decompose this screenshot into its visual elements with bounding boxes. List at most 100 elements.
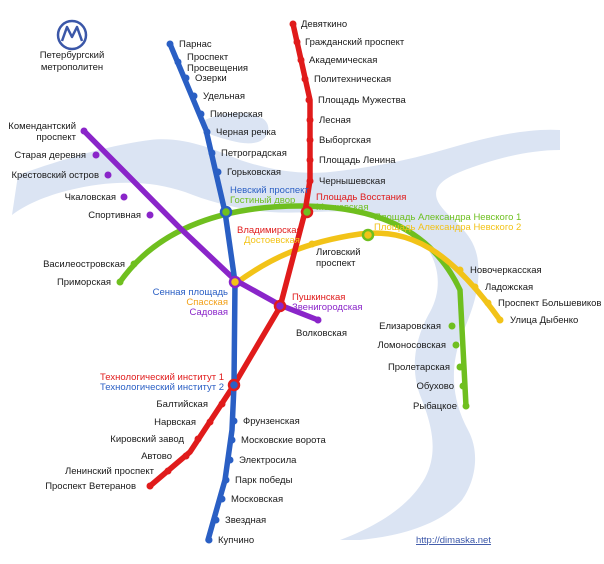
station-dot[interactable]: [214, 168, 222, 176]
station-dot[interactable]: [496, 316, 504, 324]
station-label[interactable]: Петроградская: [221, 148, 287, 159]
station-label[interactable]: Новочеркасская: [470, 265, 542, 276]
transfer-label-zvenigorodskaya[interactable]: Звенигородская: [292, 302, 363, 313]
station-label[interactable]: Парк победы: [235, 475, 293, 486]
station-label[interactable]: Черная речка: [216, 127, 277, 138]
station-label[interactable]: Старая деревня: [14, 150, 86, 161]
station-label[interactable]: Пионерская: [210, 109, 263, 120]
station-dot[interactable]: [228, 436, 236, 444]
station-label[interactable]: Московские ворота: [241, 435, 327, 446]
transfer-nevskogo[interactable]: [361, 228, 375, 242]
transfer-label-tekhnologichesky-1[interactable]: Технологический институт 1: [100, 372, 224, 383]
transfer-label-pushkinskaya[interactable]: Пушкинская: [292, 292, 345, 303]
station-label[interactable]: Гражданский проспект: [305, 37, 405, 48]
station-dot[interactable]: [456, 266, 464, 274]
station-dot[interactable]: [174, 58, 182, 66]
station-dot[interactable]: [456, 363, 464, 371]
transfer-label-vladimirskaya[interactable]: Владимирская: [237, 225, 302, 236]
station-dot[interactable]: [146, 482, 154, 490]
station-dot[interactable]: [208, 149, 216, 157]
transfer-label-nevsky[interactable]: Невский проспект: [230, 185, 309, 196]
station-label[interactable]: Спортивная: [88, 210, 141, 221]
station-label[interactable]: Обухово: [416, 381, 454, 392]
station-dot[interactable]: [306, 177, 314, 185]
station-label[interactable]: Пролетарская: [388, 362, 450, 373]
station-label[interactable]: Волковская: [296, 328, 347, 339]
station-dot[interactable]: [80, 127, 88, 135]
station-dot[interactable]: [459, 382, 467, 390]
station-dot[interactable]: [182, 452, 190, 460]
station-label[interactable]: Чкаловская: [65, 192, 116, 203]
station-label[interactable]: Удельная: [203, 91, 245, 102]
station-dot[interactable]: [212, 516, 220, 524]
station-dot[interactable]: [230, 417, 238, 425]
station-label[interactable]: Чернышевская: [319, 176, 385, 187]
station-label[interactable]: Площадь Мужества: [318, 95, 407, 106]
station-dot[interactable]: [182, 74, 190, 82]
station-label[interactable]: Выборгская: [319, 135, 371, 146]
station-label[interactable]: Улица Дыбенко: [510, 315, 578, 326]
station-label[interactable]: Политехническая: [314, 74, 391, 85]
station-dot[interactable]: [306, 136, 314, 144]
station-dot[interactable]: [218, 495, 226, 503]
station-label[interactable]: Василеостровская: [43, 259, 125, 270]
station-dot[interactable]: [222, 476, 230, 484]
station-label[interactable]: Рыбацкое: [413, 401, 457, 412]
station-label[interactable]: Автово: [141, 451, 172, 462]
transfer-label-dostoevskaya[interactable]: Достоевская: [244, 235, 300, 246]
station-dot[interactable]: [203, 128, 211, 136]
transfer-label-tekhnologichesky-2[interactable]: Технологический институт 2: [100, 382, 224, 393]
station-label[interactable]: Лесная: [319, 115, 351, 126]
transfer-label-mayakovskaya[interactable]: Маяковская: [316, 202, 368, 213]
station-dot[interactable]: [164, 467, 172, 475]
station-dot[interactable]: [166, 40, 174, 48]
station-dot[interactable]: [194, 435, 202, 443]
station-label[interactable]: Горьковская: [227, 167, 281, 178]
station-dot[interactable]: [306, 156, 314, 164]
station-dot[interactable]: [104, 171, 112, 179]
station-dot[interactable]: [289, 20, 297, 28]
station-dot[interactable]: [190, 92, 198, 100]
station-dot[interactable]: [448, 322, 456, 330]
station-label[interactable]: Фрунзенская: [243, 416, 300, 427]
station-label[interactable]: Ладожская: [485, 282, 533, 293]
station-dot[interactable]: [146, 211, 154, 219]
station-label[interactable]: Звездная: [225, 515, 266, 526]
station-dot[interactable]: [452, 341, 460, 349]
credit-link[interactable]: http://dimaska.net: [416, 535, 491, 546]
transfer-label-vosstaniya[interactable]: Площадь Восстания: [316, 192, 406, 203]
transfer-pushkinskaya[interactable]: [273, 299, 287, 313]
station-label[interactable]: Кировский завод: [110, 434, 184, 445]
station-dot[interactable]: [471, 283, 479, 291]
station-label[interactable]: Ленинский проспект: [65, 466, 155, 477]
station-label[interactable]: Проспект Ветеранов: [45, 481, 136, 492]
station-label[interactable]: Крестовский остров: [12, 170, 99, 181]
station-label[interactable]: Приморская: [57, 277, 111, 288]
station-dot[interactable]: [293, 38, 301, 46]
station-dot[interactable]: [297, 56, 305, 64]
station-dot[interactable]: [92, 151, 100, 159]
station-label[interactable]: Электросила: [239, 455, 297, 466]
station-dot[interactable]: [301, 75, 309, 83]
station-dot[interactable]: [116, 278, 124, 286]
station-label[interactable]: Проспект Большевиков: [498, 298, 601, 309]
transfer-vosstaniya[interactable]: [300, 205, 314, 219]
transfer-tekhnologichesky[interactable]: [227, 378, 241, 392]
station-label[interactable]: Купчино: [218, 535, 254, 546]
transfer-label-sadovaya[interactable]: Садовая: [190, 307, 228, 318]
transfer-label-nevskogo-1[interactable]: Площадь Александра Невского 1: [374, 212, 521, 223]
station-label[interactable]: Озерки: [195, 73, 227, 84]
station-label[interactable]: Девяткино: [301, 19, 347, 30]
station-label[interactable]: Парнас: [179, 39, 212, 50]
station-dot[interactable]: [226, 456, 234, 464]
transfer-sennaya[interactable]: [228, 275, 242, 289]
station-dot[interactable]: [484, 299, 492, 307]
station-dot[interactable]: [308, 240, 316, 248]
transfer-nevsky[interactable]: [219, 205, 233, 219]
station-label[interactable]: Московская: [231, 494, 283, 505]
station-dot[interactable]: [218, 400, 226, 408]
station-label[interactable]: Балтийская: [156, 399, 208, 410]
